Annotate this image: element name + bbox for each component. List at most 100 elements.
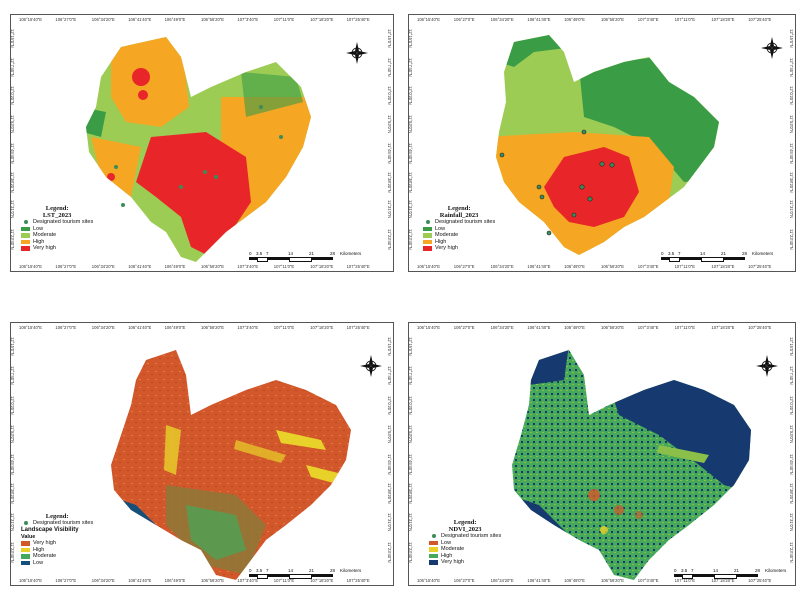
longitude-label: 106°27'0"E: [55, 264, 77, 269]
legend-class: Moderate: [21, 553, 93, 560]
latitude-label: 12°15'0"N: [10, 337, 15, 356]
longitude-label: 107°18'20"E: [711, 17, 735, 22]
latitude-label: 11°45'40"N: [10, 143, 15, 164]
longitude-label: 106°27'0"E: [453, 17, 475, 22]
latitude-label: 11°45'40"N: [387, 143, 392, 164]
legend-subtitle: Value: [21, 533, 36, 540]
legend-sites: Designated tourism sites: [21, 219, 93, 226]
latitude-label: 11°23'40"N: [789, 228, 794, 250]
latitude-label: 12°7'40"N: [10, 57, 15, 77]
latitude-label: 12°7'40"N: [387, 57, 392, 77]
latitude-label: 11°53'0"N: [789, 424, 794, 444]
map-panel-visibility: Legend: Designated tourism sites Landsca…: [10, 322, 394, 586]
legend-class: Moderate: [21, 232, 93, 239]
latitude-label: 11°38'20"N: [408, 483, 413, 504]
longitude-label: 107°11'0"E: [674, 578, 696, 583]
latitude-label: 12°0'20"N: [387, 86, 392, 105]
map-panel-rainfall: Legend: Rainfall_2023 Designated tourism…: [408, 14, 796, 272]
longitude-label: 107°18'20"E: [310, 17, 334, 22]
longitude-label: 106°34'20"E: [490, 264, 514, 269]
longitude-label: 106°56'20"E: [201, 17, 225, 22]
latitude-label: 11°31'0"N: [10, 512, 15, 531]
latitude-label: 11°45'40"N: [10, 454, 15, 475]
latitude-label: 11°38'20"N: [10, 483, 15, 504]
longitude-label: 106°34'20"E: [91, 17, 115, 22]
longitude-label: 107°25'40"E: [748, 578, 772, 583]
latitude-label: 11°38'20"N: [789, 483, 794, 504]
longitude-label: 106°27'0"E: [453, 264, 475, 269]
legend-class: Very high: [21, 540, 93, 547]
legend-visibility: Legend: Designated tourism sites Landsca…: [21, 513, 93, 566]
latitude-label: 11°23'40"N: [789, 541, 794, 563]
longitude-label: 106°49'0"E: [164, 264, 186, 269]
latitude-label: 11°53'0"N: [10, 424, 15, 444]
latitude-label: 11°31'0"N: [789, 512, 794, 531]
longitude-label: 107°18'20"E: [310, 325, 334, 330]
latitude-label: 11°23'40"N: [10, 541, 15, 563]
longitude-label: 106°34'20"E: [91, 325, 115, 330]
latitude-label: 12°15'0"N: [387, 29, 392, 48]
longitude-label: 107°11'0"E: [273, 264, 295, 269]
longitude-label: 106°15'40"E: [19, 264, 43, 269]
longitude-label: 106°15'40"E: [417, 325, 441, 330]
latitude-label: 12°15'0"N: [789, 29, 794, 48]
latitude-label: 12°0'20"N: [408, 395, 413, 415]
latitude-label: 11°38'20"N: [387, 171, 392, 193]
latitude-label: 11°31'0"N: [408, 512, 413, 531]
latitude-label: 12°15'0"N: [408, 29, 413, 48]
legend-class: Very high: [21, 245, 93, 252]
legend-class: Low: [423, 226, 495, 233]
legend-title: Rainfall_2023: [439, 212, 479, 219]
longitude-label: 106°15'40"E: [19, 325, 43, 330]
longitude-label: 107°18'20"E: [310, 578, 334, 583]
legend-class: High: [423, 239, 495, 246]
legend-ndvi: Legend: NDVI_2023 Designated tourism sit…: [429, 519, 501, 566]
site-marker-icon: [23, 220, 28, 225]
longitude-label: 106°49'0"E: [564, 17, 585, 22]
latitude-label: 12°0'20"N: [387, 395, 392, 415]
longitude-label: 106°27'0"E: [453, 325, 475, 330]
legend-title: Landscape Visibility: [21, 526, 79, 533]
latitude-label: 12°15'0"N: [789, 337, 794, 356]
longitude-label: 106°41'40"E: [128, 578, 152, 583]
latitude-label: 12°0'20"N: [10, 395, 15, 415]
latitude-label: 11°45'40"N: [789, 454, 794, 475]
longitude-label: 107°25'40"E: [748, 264, 772, 269]
latitude-label: 11°45'40"N: [789, 143, 794, 164]
longitude-label: 107°3'40"E: [237, 578, 259, 583]
longitude-label: 106°34'20"E: [490, 578, 514, 583]
latitude-label: 12°15'0"N: [10, 29, 15, 48]
legend-rainfall: Legend: Rainfall_2023 Designated tourism…: [423, 205, 495, 252]
longitude-label: 106°56'20"E: [601, 578, 625, 583]
north-arrow-icon: [344, 40, 370, 66]
longitude-label: 107°11'0"E: [273, 17, 295, 22]
longitude-label: 106°41'40"E: [128, 325, 152, 330]
longitude-label: 107°11'0"E: [674, 325, 696, 330]
longitude-label: 106°34'20"E: [490, 325, 514, 330]
longitude-label: 106°27'0"E: [55, 578, 77, 583]
map-panel-ndvi: Legend: NDVI_2023 Designated tourism sit…: [408, 322, 796, 586]
longitude-label: 106°15'40"E: [417, 264, 441, 269]
longitude-label: 106°41'40"E: [527, 264, 551, 269]
longitude-label: 106°56'20"E: [201, 578, 225, 583]
latitude-label: 11°53'0"N: [408, 424, 413, 444]
longitude-label: 106°41'40"E: [527, 325, 551, 330]
longitude-label: 106°27'0"E: [453, 578, 475, 583]
longitude-label: 107°3'40"E: [637, 17, 659, 22]
latitude-label: 12°7'40"N: [10, 366, 15, 385]
longitude-label: 106°27'0"E: [55, 325, 77, 330]
ndvi-map: [512, 350, 751, 580]
latitude-label: 12°15'0"N: [387, 337, 392, 356]
north-arrow-icon: [754, 353, 780, 379]
site-marker-icon: [431, 534, 436, 539]
site-marker-icon: [23, 521, 28, 526]
latitude-label: 11°31'0"N: [408, 200, 413, 219]
legend-sites: Designated tourism sites: [423, 219, 495, 226]
latitude-label: 12°7'40"N: [387, 366, 392, 385]
latitude-label: 11°53'0"N: [387, 114, 392, 133]
latitude-label: 11°31'0"N: [387, 512, 392, 531]
longitude-label: 106°41'40"E: [527, 578, 551, 583]
longitude-label: 107°25'40"E: [346, 325, 370, 330]
legend-class: High: [21, 239, 93, 246]
